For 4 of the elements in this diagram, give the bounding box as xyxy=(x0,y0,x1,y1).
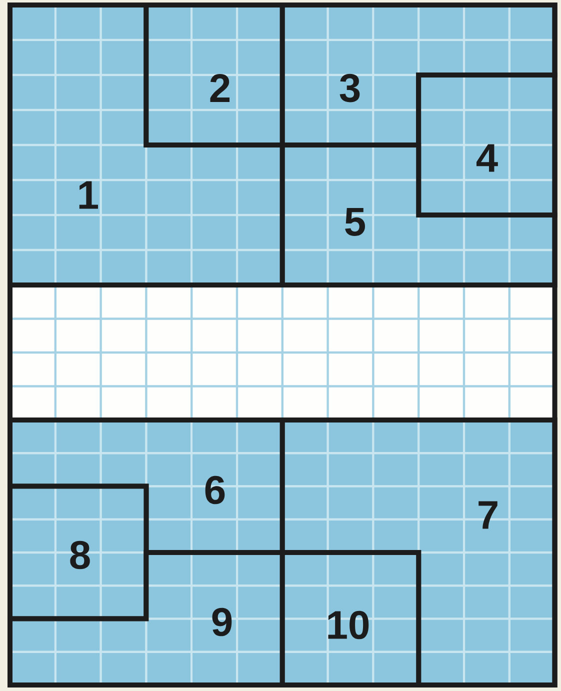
region: 8 xyxy=(8,484,149,622)
region: 4 xyxy=(416,72,558,218)
region: 10 xyxy=(280,550,422,688)
region: 2 xyxy=(144,2,285,148)
